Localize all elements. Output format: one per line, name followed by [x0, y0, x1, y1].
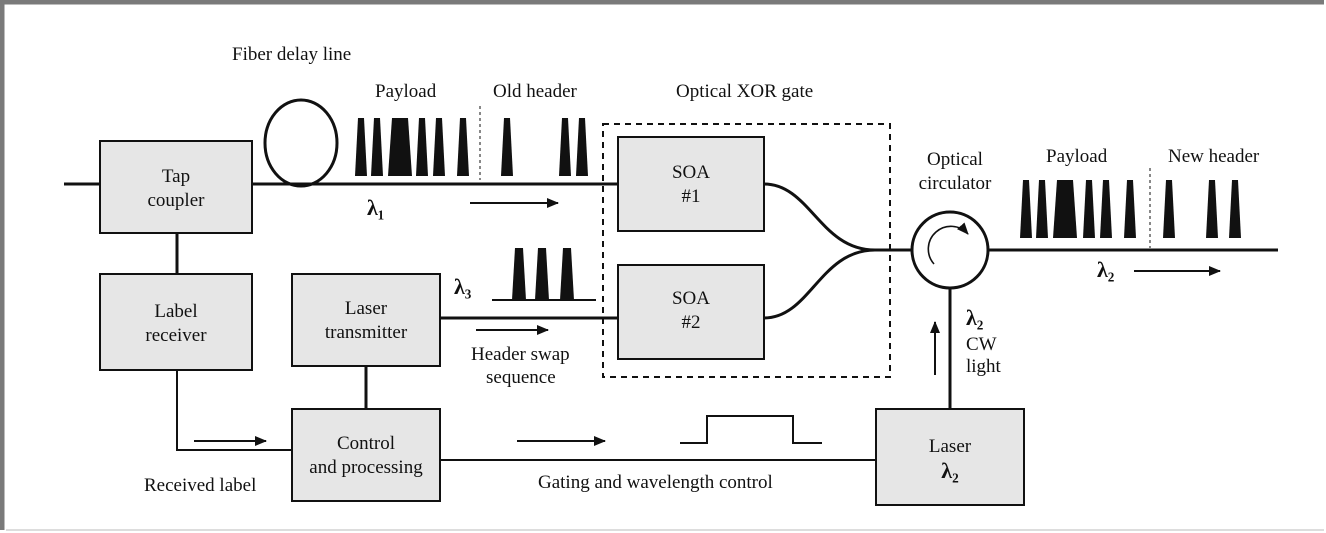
gating-pulse: [680, 415, 822, 444]
cw-line2: light: [966, 356, 1002, 377]
lambda3-label: λ₃: [454, 274, 472, 299]
soa2-block: SOA #2: [617, 264, 765, 360]
payload-out-label: Payload: [1046, 146, 1108, 167]
soa2-output: [763, 248, 876, 320]
laser-transmitter-line2: transmitter: [325, 322, 408, 343]
lambda2-cw-label: λ₂: [966, 305, 984, 330]
label-receiver-block: Label receiver: [99, 273, 253, 371]
received-label-text: Received label: [144, 475, 256, 496]
laser-transmitter-line1: Laser: [345, 298, 388, 319]
fiber-delay-label: Fiber delay line: [232, 44, 351, 65]
circulator-direction-icon: [927, 222, 969, 265]
input-pulse-train: [355, 106, 588, 180]
cw-line1: CW: [966, 334, 997, 355]
control-line2: and processing: [309, 457, 423, 478]
fiber-delay-loop: [263, 98, 339, 188]
soa1-line1: SOA: [672, 162, 710, 183]
soa1-block: SOA #1: [617, 136, 765, 232]
control-processing-block: Control and processing: [291, 408, 441, 502]
xor-gate-label: Optical XOR gate: [676, 81, 813, 102]
receiver-to-control-line: [176, 370, 292, 451]
new-header-label: New header: [1168, 146, 1260, 167]
control-line1: Control: [337, 433, 395, 454]
tap-coupler-line2: coupler: [148, 190, 206, 211]
gating-control-text: Gating and wavelength control: [538, 472, 773, 493]
laser-lambda2-line2: λ₂: [941, 458, 959, 483]
header-swap-line1: Header swap: [471, 344, 570, 365]
laser-transmitter-block: Laser transmitter: [291, 273, 441, 367]
output-pulse-train: [1020, 168, 1241, 248]
soa1-line2: #1: [682, 186, 701, 207]
xor-gate-boundary: [602, 123, 891, 378]
optical-circulator: [910, 210, 990, 290]
soa2-line2: #2: [682, 312, 701, 333]
header-swap-pulses: [492, 248, 596, 301]
circulator-line1: Optical: [927, 149, 983, 170]
label-receiver-line1: Label: [154, 301, 197, 322]
tap-coupler-block: Tap coupler: [99, 140, 253, 234]
lambda2-out-label: λ₂: [1097, 257, 1115, 282]
tap-coupler-line1: Tap: [162, 166, 190, 187]
laser-lambda2-block: Laser λ₂: [875, 408, 1025, 506]
lambda1-label: λ₁: [367, 195, 384, 220]
payload-in-label: Payload: [375, 81, 437, 102]
header-swap-line2: sequence: [486, 367, 556, 388]
soa2-line1: SOA: [672, 288, 710, 309]
circulator-line2: circulator: [919, 173, 992, 194]
laser-lambda2-line1: Laser: [929, 436, 972, 457]
label-receiver-line2: receiver: [145, 325, 207, 346]
old-header-label: Old header: [493, 81, 578, 102]
